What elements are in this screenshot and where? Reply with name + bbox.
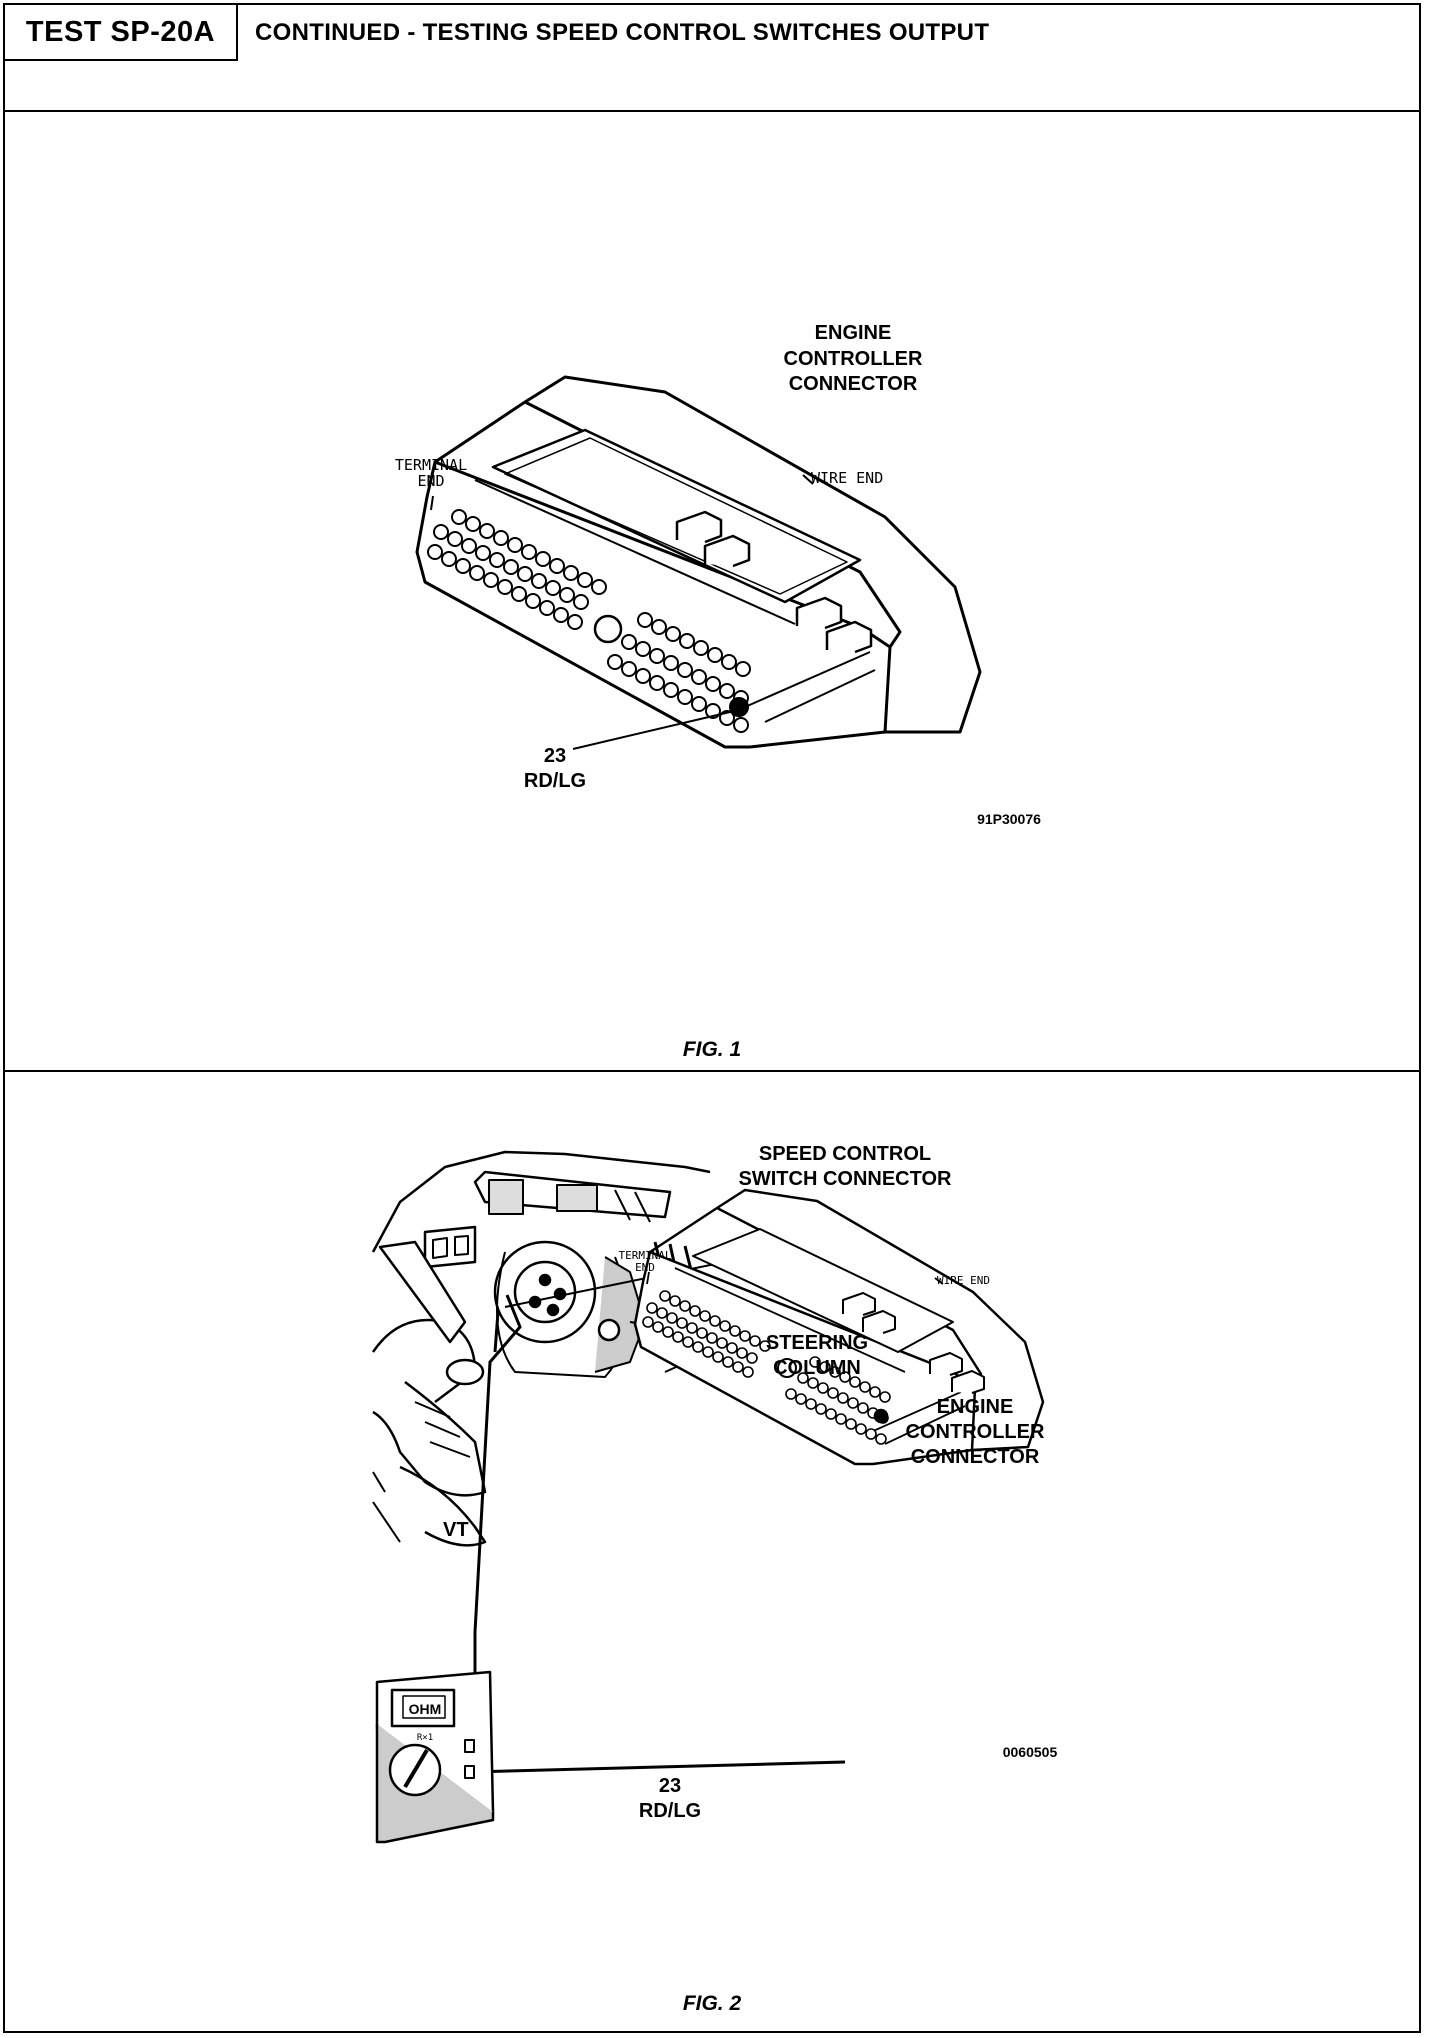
- switch-connector-label-line2: SWITCH CONNECTOR: [739, 1168, 953, 1190]
- figure-code: 91P30076: [977, 811, 1041, 827]
- figure-2-panel: OHM R×1: [5, 1072, 1419, 2031]
- page-title: CONTINUED - TESTING SPEED CONTROL SWITCH…: [255, 19, 990, 46]
- pin-array-2: [642, 1290, 891, 1445]
- terminal-end-label-line1: TERMINAL: [395, 456, 467, 474]
- page-header: TEST SP-20A CONTINUED - TESTING SPEED CO…: [5, 5, 1419, 112]
- connector2-label-line2: CONTROLLER: [906, 1421, 1045, 1443]
- wire-end-label: WIRE END: [811, 469, 883, 487]
- steering-column-label-line2: COLUMN: [773, 1357, 861, 1379]
- terminal-end-label-line2: END: [417, 472, 444, 490]
- wire-end-label2: WIRE END: [937, 1274, 990, 1287]
- ohmmeter-drawing: [375, 1670, 495, 1844]
- connector-label-line3: CONNECTOR: [789, 373, 918, 395]
- connector-label-line2: CONTROLLER: [784, 348, 923, 370]
- leader-lines: [430, 474, 814, 750]
- pin-wire-color-label: RD/LG: [524, 770, 586, 792]
- vt-label: VT: [443, 1519, 469, 1541]
- pin-number-label2: 23: [659, 1775, 681, 1797]
- figure-code-2: 0060505: [1003, 1744, 1058, 1760]
- connector2-label-line3: CONNECTOR: [911, 1446, 1040, 1468]
- pin-array: [427, 509, 751, 733]
- connector-drawing: [415, 375, 982, 749]
- figure-1-caption: FIG. 1: [682, 1038, 742, 1061]
- terminal-end-label2-line2: END: [635, 1261, 655, 1274]
- meter-scale-text: R×1: [417, 1733, 433, 1743]
- test-id-box: TEST SP-20A: [5, 5, 238, 61]
- connector-drawing-2: [633, 1188, 1045, 1466]
- figure-2-caption: FIG. 2: [682, 1992, 742, 2015]
- switch-connector-label-line1: SPEED CONTROL: [759, 1143, 931, 1165]
- figure-1-panel: ENGINE CONTROLLER CONNECTOR TERMINAL END…: [5, 112, 1419, 1072]
- meter-display-text: OHM: [409, 1701, 442, 1717]
- manual-page: TEST SP-20A CONTINUED - TESTING SPEED CO…: [3, 3, 1421, 2033]
- connector2-label-line1: ENGINE: [937, 1396, 1014, 1418]
- figure-1-illustration: ENGINE CONTROLLER CONNECTOR TERMINAL END…: [395, 322, 1041, 827]
- figure-2-illustration: OHM R×1: [371, 1143, 1058, 1844]
- pin-23: [729, 697, 749, 717]
- terminal-end-label2-line1: TERMINAL: [619, 1249, 672, 1262]
- connector-label-line1: ENGINE: [815, 322, 892, 344]
- pin-number-label: 23: [544, 745, 566, 767]
- pin-wire-color-label2: RD/LG: [639, 1800, 701, 1822]
- pin-23-fig2: [873, 1408, 889, 1424]
- steering-column-label-line1: STEERING: [766, 1332, 868, 1354]
